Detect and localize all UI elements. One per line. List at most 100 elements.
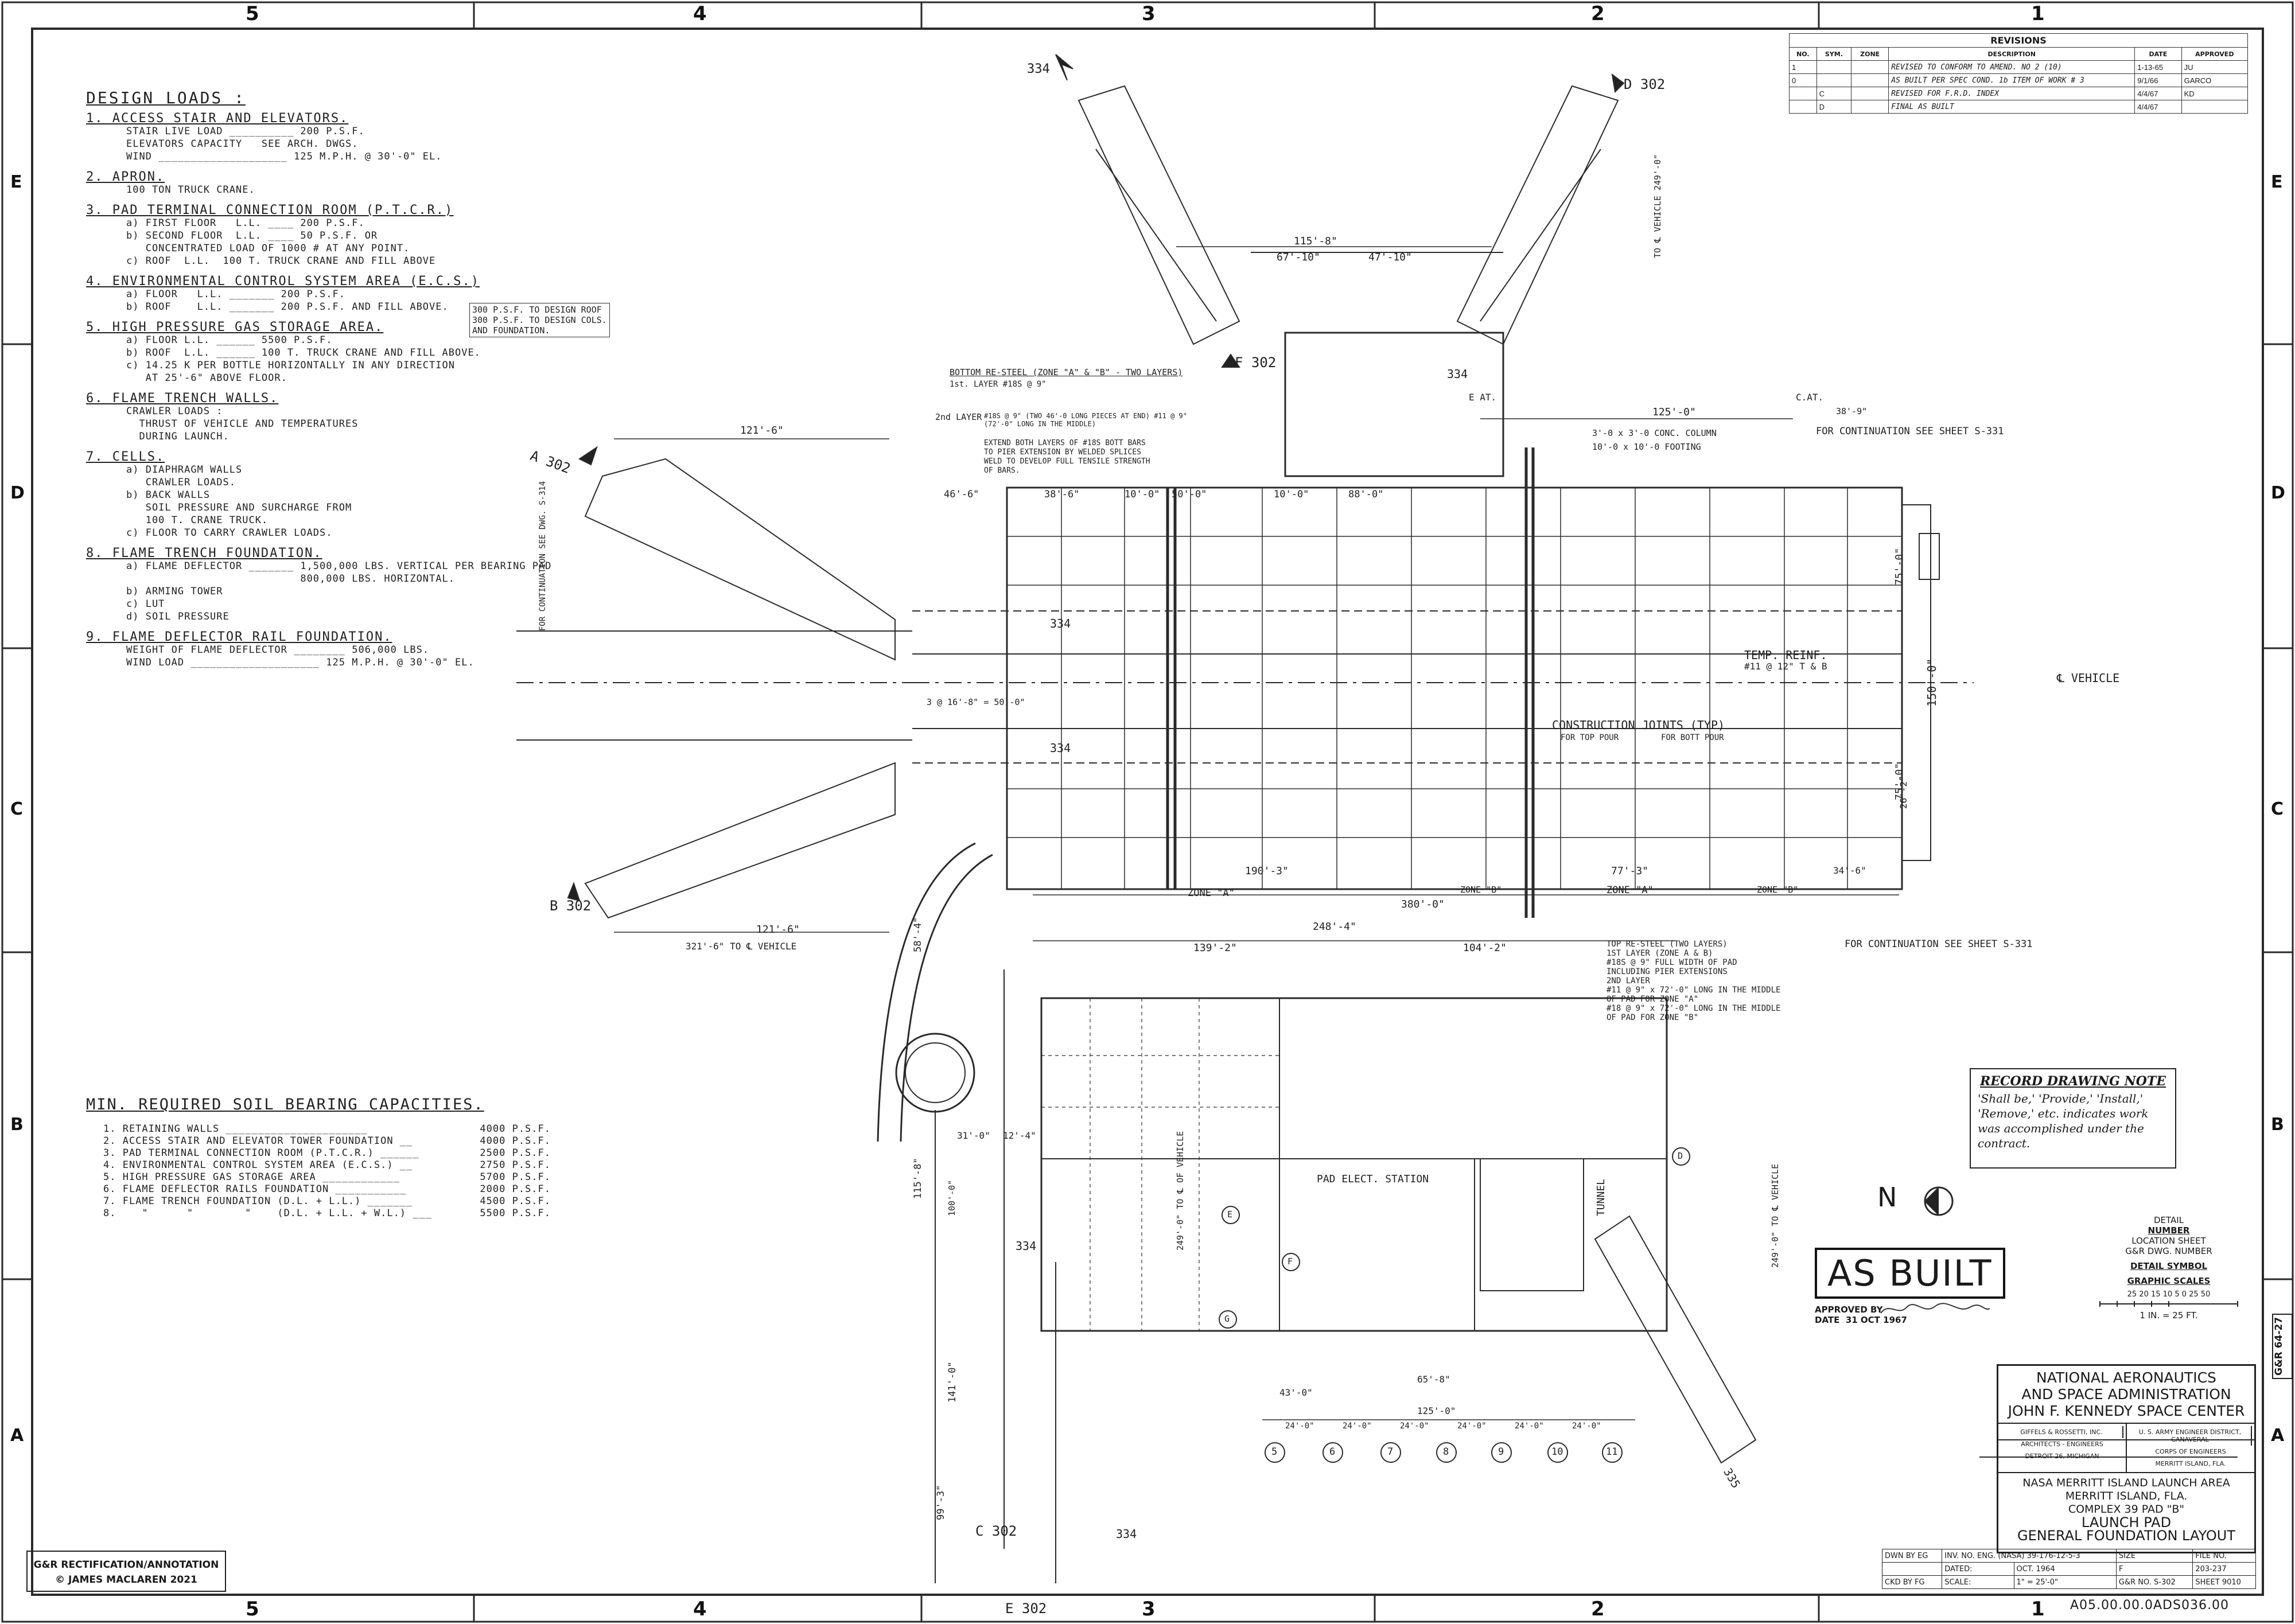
scale-label: SCALE: xyxy=(1942,1575,2014,1589)
soil-bearing-row: 3. PAD TERMINAL CONNECTION ROOM (P.T.C.R… xyxy=(86,1147,591,1159)
revisions-cell-sym xyxy=(1816,73,1852,87)
design-load-line: CONCENTRATED LOAD OF 1000 # AT ANY POINT… xyxy=(126,243,410,254)
project-line: MERRITT ISLAND, FLA. xyxy=(2065,1490,2188,1502)
revisions-cell-date: 9/1/66 xyxy=(2134,73,2182,87)
design-load-line: WIND ____________________ 125 M.P.H. @ 3… xyxy=(126,151,442,162)
soil-bearing-table: MIN. REQUIRED SOIL BEARING CAPACITIES. 1… xyxy=(86,1097,591,1220)
design-load-line: d) SOIL PRESSURE xyxy=(126,611,230,622)
vehicle-centerline-label: ℄ VEHICLE xyxy=(2057,671,2120,685)
credit-box: G&R RECTIFICATION/ANNOTATION © JAMES MAC… xyxy=(26,1551,226,1592)
design-load-line: CRAWLER LOADS : xyxy=(126,406,223,417)
section-d302: D 302 xyxy=(1624,76,1666,92)
dim-47-10: 47'-10" xyxy=(1368,251,1412,263)
org-line: NATIONAL AERONAUTICS xyxy=(2036,1369,2216,1386)
revisions-cell-date: 4/4/67 xyxy=(2134,87,2182,100)
revisions-header-cell: NO. xyxy=(1789,47,1817,61)
design-load-section-title: 6. FLAME TRENCH WALLS. xyxy=(86,391,279,406)
location-sheet-label: LOCATION SHEET xyxy=(2131,1236,2206,1246)
soil-bearing-row: 6. FLAME DEFLECTOR RAILS FOUNDATION ____… xyxy=(86,1183,591,1195)
zone-left-d: D xyxy=(10,483,25,503)
design-load-line: SOIL PRESSURE AND SURCHARGE FROM xyxy=(126,502,352,513)
grid-bubble-11: 11 xyxy=(1606,1446,1618,1458)
grid-bubble-f: F xyxy=(1287,1256,1293,1267)
design-load-section-title: 5. HIGH PRESSURE GAS STORAGE AREA. xyxy=(86,320,384,334)
zone-right-d: D xyxy=(2271,483,2285,503)
soil-bearing-value: 2500 P.S.F. xyxy=(480,1147,551,1159)
org-line: AND SPACE ADMINISTRATION xyxy=(2021,1386,2231,1403)
continuation-left: FOR CONTINUATION SEE DWG. S-314 xyxy=(538,481,547,631)
design-load-line: CRAWLER LOADS. xyxy=(126,477,236,488)
design-load-line: 100 T. CRANE TRUCK. xyxy=(126,515,269,526)
zone-top-2: 2 xyxy=(1591,2,1605,25)
revisions-cell-desc: REVISED TO CONFORM TO AMEND. NO 2 (10) xyxy=(1888,60,2135,74)
extend-note: EXTEND BOTH LAYERS OF #18S BOTT BARS TO … xyxy=(984,439,1150,476)
zone-b-label-left: ZONE "B" xyxy=(1460,885,1502,895)
dim-121-6-top: 121'-6" xyxy=(740,425,784,437)
soil-bearing-row: 2. ACCESS STAIR AND ELEVATOR TOWER FOUND… xyxy=(86,1135,591,1147)
revisions-cell-no xyxy=(1789,100,1817,114)
roof-load-note-line: 300 P.S.F. TO DESIGN COLS. xyxy=(472,315,607,325)
dim-12-4: 12'-4" xyxy=(1003,1130,1036,1141)
section-334-top: 334 xyxy=(1027,62,1050,76)
soil-bearing-row: 7. FLAME TRENCH FOUNDATION (D.L. + L.L.)… xyxy=(86,1195,591,1208)
section-334-lower: 334 xyxy=(1050,741,1071,755)
section-334-bottom: 334 xyxy=(1016,1239,1037,1253)
grid-bubble-8: 8 xyxy=(1443,1446,1449,1458)
credit-line: G&R RECTIFICATION/ANNOTATION xyxy=(33,1559,219,1571)
as-built-stamp: AS BUILT APPROVED BY DATE 31 OCT 1967 xyxy=(1815,1248,2016,1337)
zone-left-c: C xyxy=(10,799,24,819)
record-note-title: RECORD DRAWING NOTE xyxy=(1979,1074,2166,1089)
zone-left-e: E xyxy=(10,172,22,192)
revisions-cell-sym: C xyxy=(1816,87,1852,100)
grid-bubble-7: 7 xyxy=(1387,1446,1394,1458)
design-load-section-title: 3. PAD TERMINAL CONNECTION ROOM (P.T.C.R… xyxy=(86,203,454,217)
section-f302: F 302 xyxy=(1235,355,1277,371)
soil-bearing-row: 8. " " " (D.L. + L.L. + W.L.) ___5500 P.… xyxy=(86,1208,591,1220)
approved-by-label: APPROVED BY xyxy=(1815,1304,1883,1315)
roof-load-note-line: AND FOUNDATION. xyxy=(472,325,550,336)
dim-10-a: 10'-0" xyxy=(1125,489,1160,500)
construction-joints-label: CONSTRUCTION JOINTS (TYP) xyxy=(1552,718,1725,732)
firm-right-line: MERRITT ISLAND, FLA. xyxy=(2155,1460,2226,1467)
size-value: F xyxy=(2115,1562,2193,1576)
zone-b-label-right: ZONE "B" xyxy=(1757,885,1799,895)
soil-bearing-value: 5500 P.S.F. xyxy=(480,1208,551,1219)
design-loads-title: DESIGN LOADS : xyxy=(86,88,246,107)
soil-bearing-item: 6. FLAME DEFLECTOR RAILS FOUNDATION ____… xyxy=(103,1183,407,1195)
bottom-rebar-label: BOTTOM RE-STEEL (ZONE "A" & "B" - TWO LA… xyxy=(950,367,1183,377)
zone-a-label-right: ZONE "A" xyxy=(1606,885,1654,896)
design-load-line: b) BACK WALLS xyxy=(126,489,211,501)
metadata-table: DWN BY EG INV. NO. ENG. (NASA) 39-176-12… xyxy=(1881,1549,2256,1589)
design-load-section-title: 8. FLAME TRENCH FOUNDATION. xyxy=(86,546,322,560)
dim-75-top: 75'-0" xyxy=(1893,547,1905,585)
roof-load-note: 300 P.S.F. TO DESIGN ROOF 300 P.S.F. TO … xyxy=(469,303,610,337)
dim-77-3: 77'-3" xyxy=(1611,865,1649,877)
revisions-header-cell: DESCRIPTION xyxy=(1888,47,2135,61)
design-load-line: STAIR LIVE LOAD __________ 200 P.S.F. xyxy=(126,126,365,137)
gr-dwg-number-label: G&R DWG. NUMBER xyxy=(2125,1246,2212,1256)
dim-125: 125'-0" xyxy=(1652,406,1696,418)
design-load-line: 800,000 LBS. HORIZONTAL. xyxy=(126,573,455,585)
revisions-cell-appr: GARCO xyxy=(2181,73,2249,87)
soil-bearing-value: 2000 P.S.F. xyxy=(480,1183,551,1195)
design-load-line: b) ROOF L.L. ______ 100 T. TRUCK CRANE A… xyxy=(126,347,481,359)
top-rebar-line: #18S @ 9" FULL WIDTH OF PAD xyxy=(1606,958,1737,967)
zone-top-1: 1 xyxy=(2031,2,2045,25)
top-rebar-line: OF PAD FOR ZONE "A" xyxy=(1606,995,1699,1004)
revisions-cell-date: 1-13-65 xyxy=(2134,60,2182,74)
dim-99-3: 99'-3" xyxy=(935,1485,947,1520)
dated-value: OCT. 1964 xyxy=(2013,1562,2117,1576)
project-line: COMPLEX 39 PAD "B" xyxy=(2068,1503,2185,1516)
zone-bottom-2: 2 xyxy=(1591,1598,1605,1621)
design-load-line: WEIGHT OF FLAME DEFLECTOR ________ 506,0… xyxy=(126,644,430,656)
drawing-title: LAUNCH PAD xyxy=(2081,1514,2172,1530)
dim-58-4: 58'-4" xyxy=(912,917,924,952)
dim-24-a: 24'-0" xyxy=(1285,1422,1314,1431)
soil-bearing-row: 4. ENVIRONMENTAL CONTROL SYSTEM AREA (E.… xyxy=(86,1159,591,1171)
design-load-line: b) SECOND FLOOR L.L. ____ 50 P.S.F. OR xyxy=(126,230,378,242)
revisions-cell-desc: FINAL AS BUILT xyxy=(1888,100,2135,114)
top-rebar-line: INCLUDING PIER EXTENSIONS xyxy=(1606,967,1728,976)
